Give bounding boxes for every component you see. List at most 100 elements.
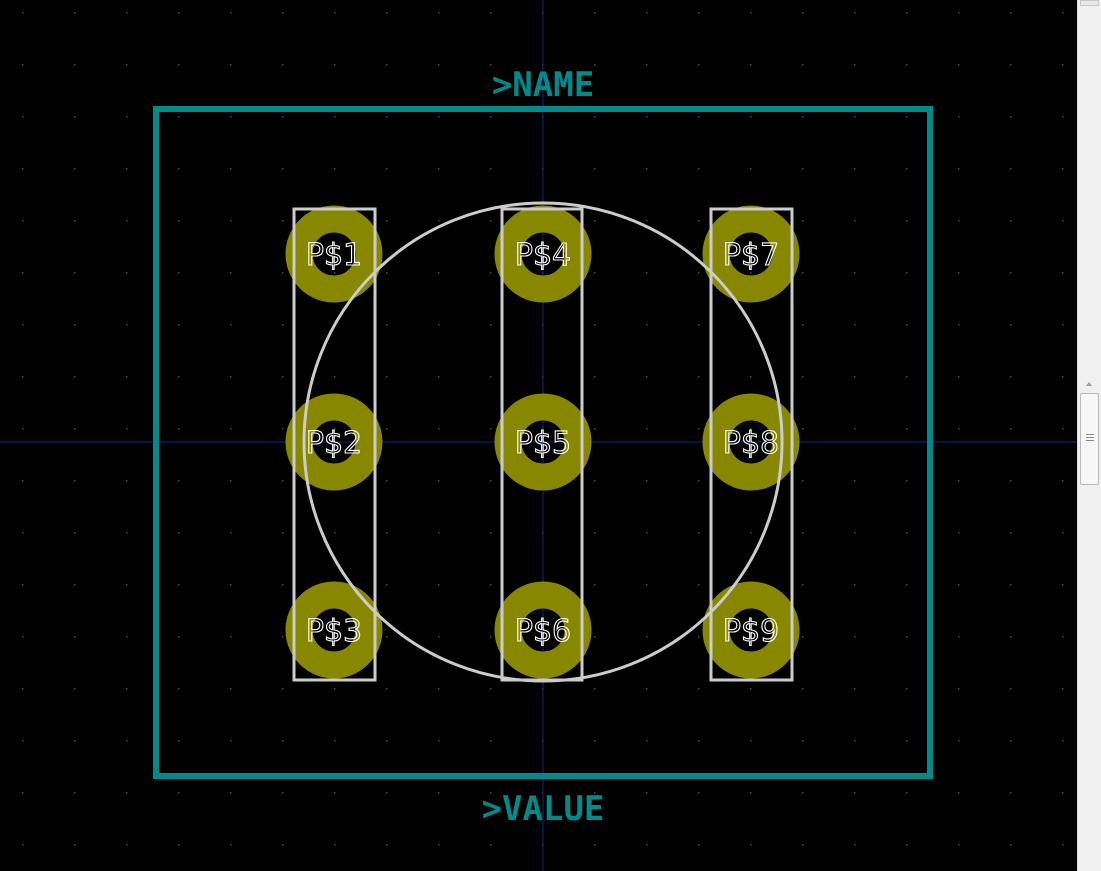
pad-6[interactable] (494, 581, 592, 679)
scroll-thumb[interactable] (1080, 393, 1099, 485)
grid-dot (438, 64, 440, 66)
grid-dot (646, 324, 648, 326)
scroll-up-button[interactable] (1080, 0, 1099, 6)
grid-dot (646, 688, 648, 690)
grid-dot (698, 532, 700, 534)
grid-dot (126, 376, 128, 378)
grid-dot (438, 480, 440, 482)
pad-2[interactable] (285, 393, 383, 491)
silkscreen-column-center[interactable] (500, 207, 584, 682)
grid-dot (1062, 636, 1064, 638)
grid-dot (438, 740, 440, 742)
grid-dot (74, 740, 76, 742)
grid-dot (74, 688, 76, 690)
grid-dot (750, 428, 752, 430)
grid-dot (1062, 792, 1064, 794)
grid-dot (750, 12, 752, 14)
pad-8[interactable] (702, 393, 800, 491)
pad-9[interactable] (702, 581, 800, 679)
grid-dot (22, 480, 24, 482)
board-svg[interactable]: >NAME >VALUE P$1P$2P$3P$4P$5P$6P$7P$8P$9 (0, 0, 1077, 871)
grid-dot (1010, 168, 1012, 170)
grid-dot (958, 428, 960, 430)
grid-dot (854, 428, 856, 430)
grid-dot (854, 116, 856, 118)
grid-dot (1062, 376, 1064, 378)
grid-dot (22, 532, 24, 534)
grid-dot (438, 688, 440, 690)
grid-dot (1010, 740, 1012, 742)
pad-4[interactable] (494, 205, 592, 303)
grid-dot (802, 584, 804, 586)
value-label[interactable]: >VALUE (482, 789, 605, 829)
grid-dot (802, 12, 804, 14)
grid-dot (802, 844, 804, 846)
grid-dot (698, 844, 700, 846)
grid-dot (906, 688, 908, 690)
grid-dot (386, 64, 388, 66)
grid-dot (22, 168, 24, 170)
grid-dot (1010, 636, 1012, 638)
silkscreen-column-left[interactable] (292, 207, 377, 682)
grid-dot (178, 428, 180, 430)
pad-7[interactable] (702, 205, 800, 303)
grid-dot (178, 844, 180, 846)
grid-dot (906, 12, 908, 14)
grid-dot (74, 636, 76, 638)
grid-dot (74, 376, 76, 378)
grid-dot (1062, 12, 1064, 14)
grid-dot (282, 116, 284, 118)
grid-dot (1062, 844, 1064, 846)
grid-dot (230, 64, 232, 66)
grid-dot (178, 792, 180, 794)
grid-dot (126, 116, 128, 118)
grid-dot (958, 740, 960, 742)
pad-1[interactable] (285, 205, 383, 303)
grid-dot (126, 220, 128, 222)
grid-dot (386, 532, 388, 534)
grid-dot (22, 220, 24, 222)
vertical-scrollbar[interactable] (1077, 0, 1101, 871)
grid-dot (958, 64, 960, 66)
grid-dot (698, 220, 700, 222)
arrow-up-icon[interactable] (1086, 382, 1092, 386)
grid-dot (230, 220, 232, 222)
grid-dot (386, 376, 388, 378)
grid-dot (1062, 740, 1064, 742)
name-label[interactable]: >NAME (492, 65, 594, 105)
grid-dot (802, 740, 804, 742)
grid-dot (386, 584, 388, 586)
grid-dot (334, 376, 336, 378)
grid-dot (334, 532, 336, 534)
grid-dot (490, 376, 492, 378)
grid-dot (958, 12, 960, 14)
grid-dot (386, 844, 388, 846)
grid-dot (334, 12, 336, 14)
grid-dot (854, 324, 856, 326)
grid-dot (74, 272, 76, 274)
grid-dot (646, 428, 648, 430)
grid-dot (958, 220, 960, 222)
pad-3[interactable] (285, 581, 383, 679)
grid-dot (646, 636, 648, 638)
grid-dot (282, 636, 284, 638)
grid-dot (906, 636, 908, 638)
pad-5[interactable] (494, 393, 592, 491)
grid-dot (958, 844, 960, 846)
grid-dot (178, 220, 180, 222)
grid-dot (490, 844, 492, 846)
grid-dot (750, 272, 752, 274)
grid-dot (1010, 428, 1012, 430)
grid-dot (594, 12, 596, 14)
silkscreen-column-right[interactable] (709, 207, 794, 682)
grip-icon (1086, 440, 1094, 441)
grid-dot (178, 532, 180, 534)
grid-dot (126, 636, 128, 638)
grid-dot (334, 688, 336, 690)
grid-dot (386, 220, 388, 222)
pad-label-4: P$4 (515, 238, 571, 273)
grid-dot (22, 376, 24, 378)
grid-dot (958, 636, 960, 638)
courtyard-outline[interactable] (153, 106, 933, 779)
